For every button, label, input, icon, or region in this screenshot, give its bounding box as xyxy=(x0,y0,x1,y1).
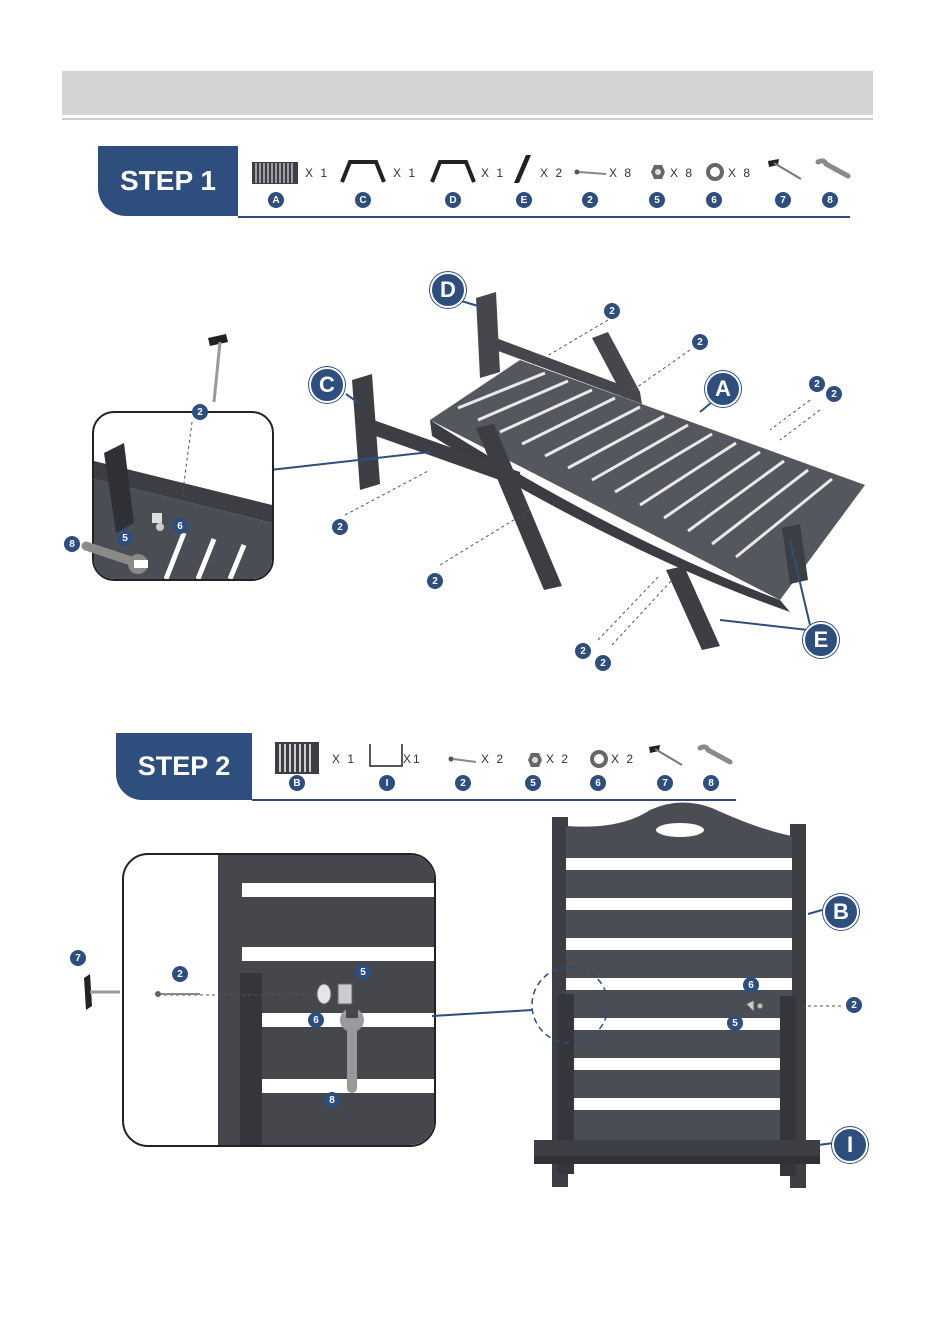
washer-label: 6 xyxy=(743,977,759,993)
callout-b: B xyxy=(823,894,859,930)
callout-i: I xyxy=(832,1127,868,1163)
bolt-label: 2 xyxy=(846,997,862,1013)
nut-label: 5 xyxy=(727,1015,743,1031)
